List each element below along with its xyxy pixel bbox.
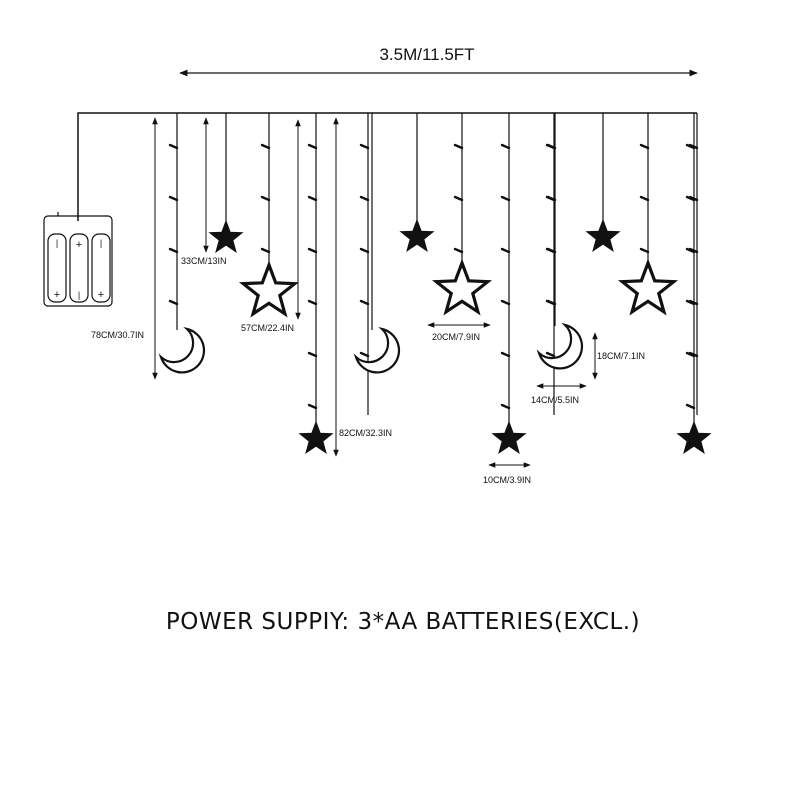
led-bulb [260,195,271,202]
total-length-dimension: 3.5M/11.5FT [179,45,698,77]
star-outline-icon [431,258,493,316]
led-bulb [685,403,696,410]
led-bulb [500,299,511,306]
led-bulb [546,143,557,150]
led-bulb [359,351,370,358]
led-bulb [307,143,318,150]
led-bulb [639,247,650,254]
battery-cell: | + [91,233,111,303]
led-bulb [260,247,271,254]
battery-cell: | + [47,233,67,303]
drop-82-label: 82CM/32.3IN [339,428,392,438]
svg-text:+: + [54,289,60,301]
star-width-10-label: 10CM/3.9IN [483,475,531,485]
drop-33-label: 33CM/13IN [181,256,227,266]
star-outline-icon [238,260,300,318]
led-bulb [307,351,318,358]
led-bulb [500,247,511,254]
led-bulb [546,299,557,306]
star-solid-icon [676,420,712,454]
led-bulb [359,299,370,306]
led-bulb [168,299,179,306]
led-bulb [685,195,696,202]
total-length-label: 3.5M/11.5FT [379,45,474,64]
svg-text:+: + [98,289,104,301]
battery-cell: + | [69,233,89,303]
led-bulb [500,195,511,202]
led-bulb [359,195,370,202]
led-bulb [453,195,464,202]
star-width-20-label: 20CM/7.9IN [432,332,480,342]
star-outline-icon [617,258,679,316]
star-solid-icon [585,218,621,252]
crescent-moon-icon [536,322,584,370]
power-supply-label: POWER SUPPIY: 3*AA BATTERIES(EXCL.) [166,609,640,635]
led-bulb [307,247,318,254]
star-solid-icon [399,218,435,252]
moon-width-14-label: 14CM/5.5IN [531,395,579,405]
led-bulb [260,143,271,150]
led-bulb [500,403,511,410]
led-bulb [307,299,318,306]
star-solid-icon [298,420,334,454]
led-bulb [359,247,370,254]
hanging-strands [168,113,699,424]
led-bulb [546,247,557,254]
led-bulb [453,247,464,254]
led-bulb [500,143,511,150]
svg-text:+: + [76,239,82,251]
svg-text:|: | [56,238,58,248]
crescent-moon-icon [353,326,401,374]
drop-57-label: 57CM/22.4IN [241,323,294,333]
drop-78-label: 78CM/30.7IN [91,330,144,340]
led-bulb [359,143,370,150]
led-bulb [639,195,650,202]
led-bulb [168,247,179,254]
led-bulb [168,143,179,150]
led-bulb [307,195,318,202]
led-bulb [453,143,464,150]
moon-height-18-label: 18CM/7.1IN [597,351,645,361]
ornaments [158,218,712,454]
led-bulb [685,351,696,358]
led-bulb [685,143,696,150]
star-solid-icon [208,219,244,253]
led-bulb [639,143,650,150]
star-solid-icon [491,420,527,454]
led-bulb [545,351,556,358]
dimension-arrows [152,117,598,468]
led-bulb [307,403,318,410]
led-bulb [685,247,696,254]
battery-box-icon: | + + | | + [43,212,113,307]
crescent-moon-icon [158,326,206,374]
led-bulb [500,351,511,358]
main-wire [77,112,697,221]
led-bulb [168,195,179,202]
led-bulb [685,299,696,306]
svg-text:|: | [78,290,80,300]
led-bulb [546,195,557,202]
svg-text:|: | [100,238,102,248]
